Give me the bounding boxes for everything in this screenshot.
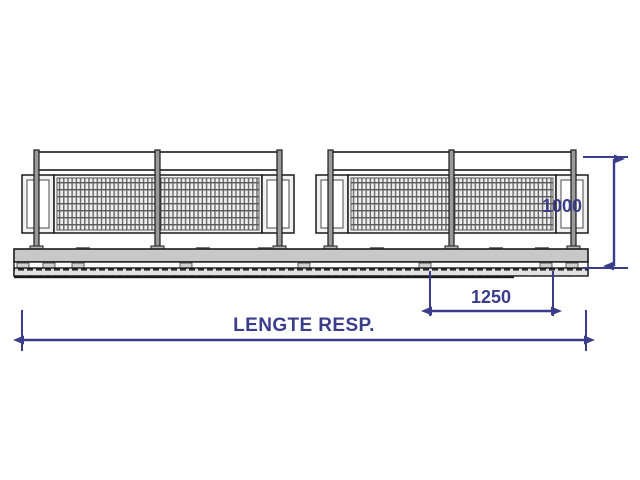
left-railing-section: [21, 149, 295, 252]
post-right-1: [327, 149, 334, 251]
post-left-2: [154, 149, 161, 251]
dimension-label-height: 1000: [542, 196, 582, 216]
left-mesh-panel-1: [53, 174, 159, 234]
right-mesh-panel-2: [451, 174, 557, 234]
post-left-1: [33, 149, 40, 251]
post-left-3: [276, 149, 283, 251]
deck-hatched-base-band: [13, 267, 589, 277]
dimension-label-overall-length: LENGTE RESP.: [233, 315, 375, 336]
dimension-label-panel-width: 1250: [471, 287, 511, 307]
dimension-overall-length: LENGTE RESP.: [13, 310, 595, 351]
dimension-panel-width-1250: 1250: [421, 271, 562, 316]
right-top-rail: [329, 151, 575, 171]
dimension-height-1000: 1000: [542, 154, 628, 271]
deck-bottom-edge: [14, 276, 514, 279]
deck-top-slab: [13, 248, 589, 263]
right-mesh-panel-1: [347, 174, 453, 234]
deck-platform: [13, 247, 589, 279]
right-railing-section: [315, 149, 589, 252]
left-mesh-panel-2: [157, 174, 263, 234]
post-right-2: [448, 149, 455, 251]
